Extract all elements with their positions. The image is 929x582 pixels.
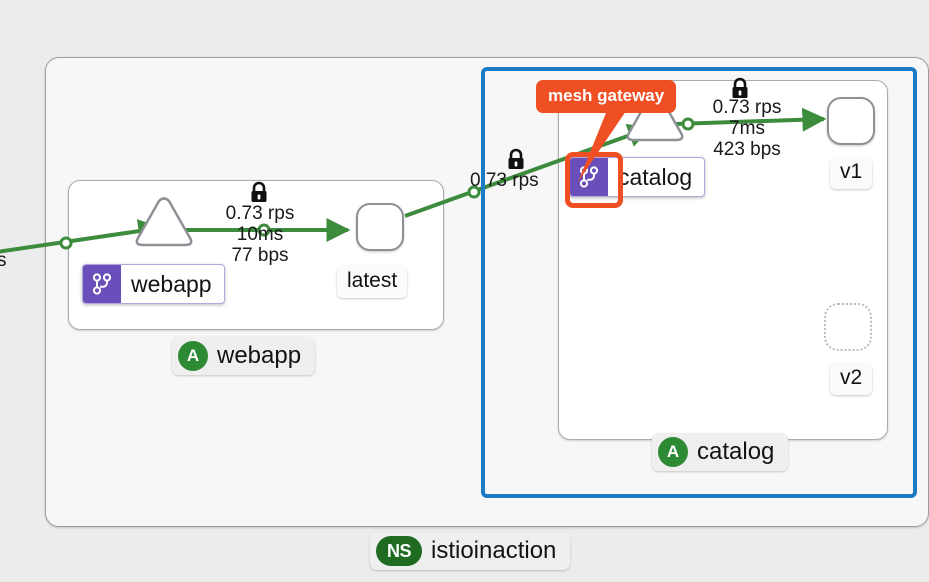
edge-throughput: 423 bps [713, 139, 781, 160]
edge-midpoint-marker [681, 117, 695, 131]
app-badge-catalog[interactable]: A catalog [652, 433, 789, 471]
namespace-badge-label: istioinaction [431, 537, 557, 564]
app-badge-label: catalog [697, 438, 775, 465]
service-label-webapp[interactable]: webapp [82, 264, 225, 304]
edge-latency: 7ms [729, 118, 765, 139]
app-badge-webapp[interactable]: A webapp [172, 337, 316, 375]
edge-metrics-catalog: 0.73 rps 7ms 423 bps [657, 97, 837, 160]
edge-rps: 0.73 rps [712, 97, 782, 118]
edge-midpoint-marker [257, 223, 271, 237]
service-label-text: catalog [618, 163, 693, 190]
lock-icon [508, 148, 524, 169]
clipped-edge-label: s [0, 250, 7, 271]
edge-midpoint-marker [59, 236, 73, 250]
edge-rps: 0.73 rps [225, 203, 295, 224]
edge-metrics-webapp: 0.73 rps 10ms 77 bps [170, 203, 350, 266]
edge-throughput: 77 bps [231, 245, 289, 266]
edge-midpoint-marker [467, 185, 481, 199]
callout-tail [578, 108, 628, 182]
workload-label-v1: v1 [830, 157, 873, 189]
workload-node-latest[interactable] [356, 203, 404, 251]
service-label-catalog[interactable]: catalog [569, 157, 706, 197]
workload-label-v2: v2 [830, 363, 873, 395]
app-badge-label: webapp [217, 342, 302, 369]
lock-icon [251, 181, 267, 202]
app-badge-letter: A [658, 437, 688, 467]
service-label-text: webapp [131, 270, 212, 297]
mesh-workload-icon [570, 158, 608, 196]
edge-latency: 10ms [236, 224, 284, 245]
service-node-webapp[interactable] [135, 197, 193, 247]
namespace-badge[interactable]: NS istioinaction [370, 532, 571, 570]
workload-node-v2[interactable] [824, 303, 872, 351]
mesh-workload-icon [83, 265, 121, 303]
lock-icon [732, 77, 748, 98]
edge-metrics-latest-to-catalog: 0.73 rps [470, 170, 580, 191]
mesh-gateway-callout: mesh gateway [536, 80, 677, 113]
edge-catalog-to-v1[interactable] [675, 107, 827, 132]
namespace-badge-letters: NS [376, 536, 422, 566]
workload-node-v1[interactable] [827, 97, 875, 145]
app-badge-letter: A [178, 341, 208, 371]
workload-label-latest: latest [337, 266, 408, 298]
edge-rps: 0.73 rps [470, 170, 539, 191]
edge-latest-to-catalog[interactable] [404, 124, 653, 218]
edge-ingress-to-webapp[interactable] [0, 219, 163, 254]
